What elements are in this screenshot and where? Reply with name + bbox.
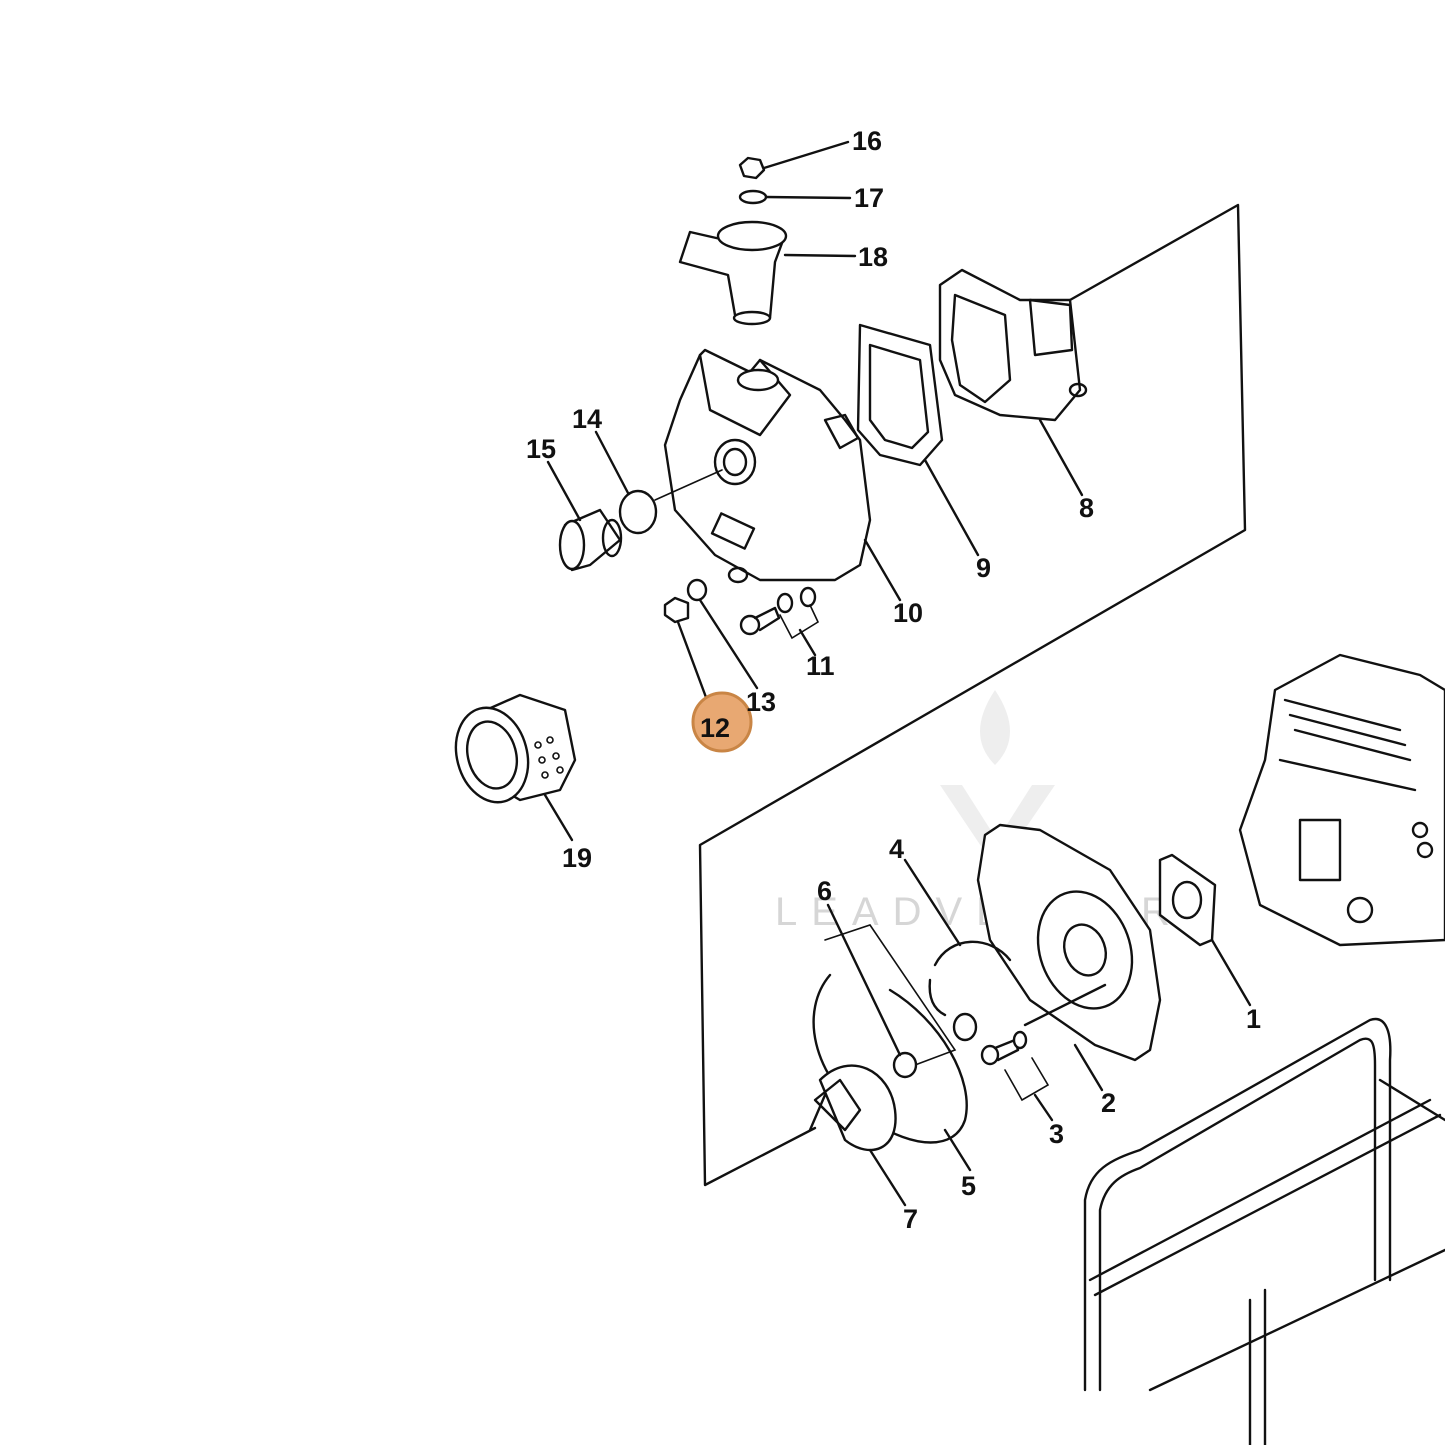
part-13-washer <box>686 578 759 690</box>
part-10-pump-casing <box>663 348 902 602</box>
highlight-part-12 <box>691 691 753 753</box>
part-12-drain-plug <box>663 596 709 702</box>
callout-19: 19 <box>562 843 592 873</box>
callout-4: 4 <box>889 834 904 864</box>
part-5-o-ring <box>812 973 972 1172</box>
callout-labels: 16 17 18 14 15 8 9 10 11 13 12 19 6 4 1 … <box>526 126 1261 1234</box>
callout-8: 8 <box>1079 493 1094 523</box>
part-17-washer <box>738 189 852 205</box>
callout-12: 12 <box>700 713 730 743</box>
part-11-bolt-washers <box>739 586 820 657</box>
callout-14: 14 <box>572 404 602 434</box>
callout-2: 2 <box>1101 1088 1116 1118</box>
part-15-hose-fitting <box>546 460 623 572</box>
callout-9: 9 <box>976 553 991 583</box>
part-8-cover <box>938 268 1088 497</box>
callout-10: 10 <box>893 598 923 628</box>
part-3-bolt <box>980 1030 1054 1122</box>
callout-18: 18 <box>858 242 888 272</box>
part-18-elbow-fitting <box>678 220 857 326</box>
assembly-enclosure <box>698 203 1247 1187</box>
callout-3: 3 <box>1049 1119 1064 1149</box>
part-16-plug <box>738 140 850 180</box>
part-7-impeller <box>808 1064 907 1207</box>
callout-17: 17 <box>854 183 884 213</box>
callout-7: 7 <box>903 1204 918 1234</box>
part-6-nut <box>824 903 957 1079</box>
part-14-o-ring <box>594 430 723 535</box>
callout-5: 5 <box>961 1171 976 1201</box>
callout-13: 13 <box>746 687 776 717</box>
callout-6: 6 <box>817 876 832 906</box>
callout-11: 11 <box>806 651 835 681</box>
callout-16: 16 <box>852 126 882 156</box>
callout-1: 1 <box>1246 1004 1261 1034</box>
part-19-strainer <box>454 693 577 842</box>
watermark-logo <box>940 690 1055 870</box>
part-2-pump-bracket <box>976 823 1162 1092</box>
callout-15: 15 <box>526 434 556 464</box>
frame-tubes <box>1083 1017 1445 1445</box>
part-9-gasket <box>856 323 980 557</box>
part-4-seal <box>903 858 1012 1042</box>
part-1-gasket <box>1158 853 1252 1007</box>
engine-block <box>1238 653 1445 947</box>
